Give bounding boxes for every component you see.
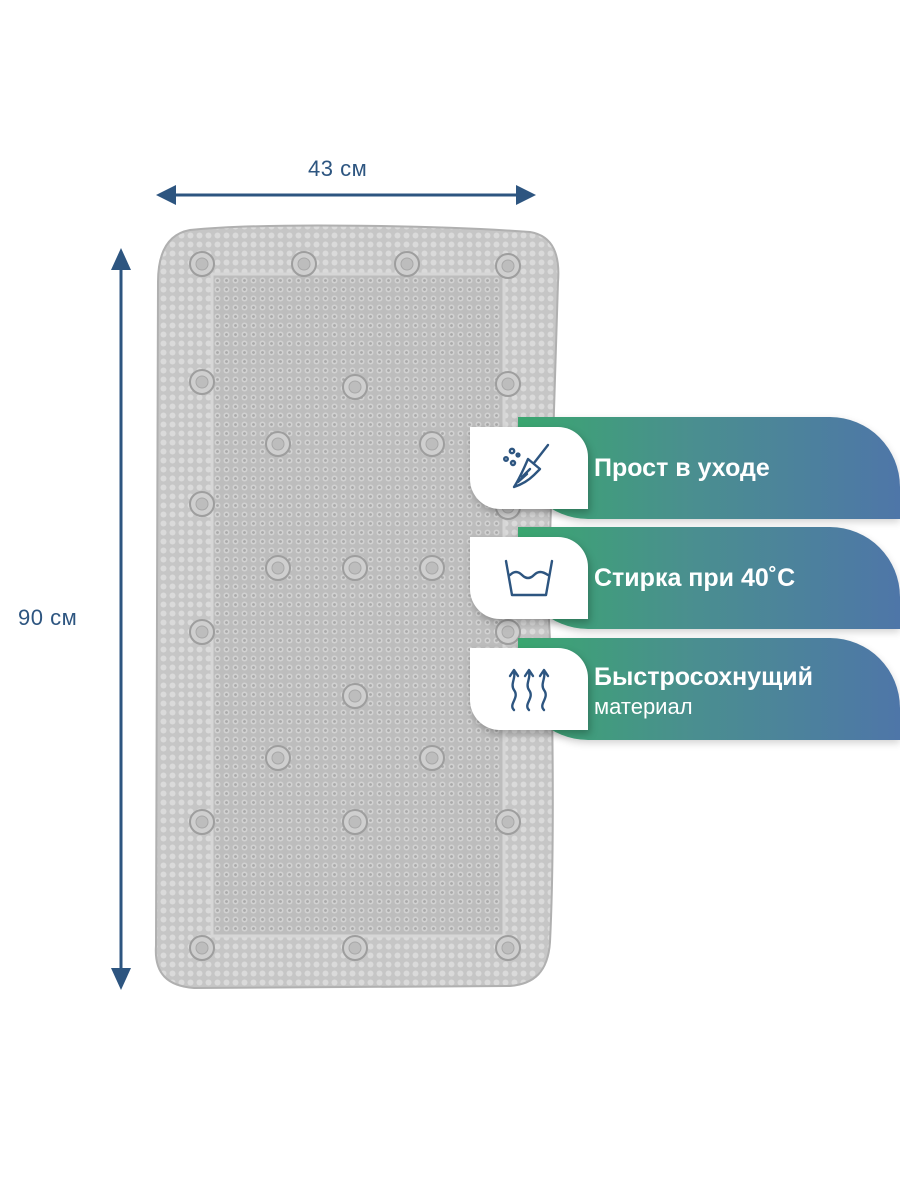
broom-cleaning-icon (502, 443, 550, 489)
suction-cup-center (195, 815, 209, 829)
feature-text: Стирка при 40˚С (594, 527, 795, 629)
suction-cup-center (425, 437, 439, 451)
wash-40-icon (504, 559, 554, 597)
suction-cup-center (501, 815, 515, 829)
width-arrow (156, 185, 536, 205)
feature-icon-box (470, 427, 588, 509)
bath-mat-image (154, 224, 560, 990)
height-label: 90 см (18, 605, 78, 630)
suction-cup-center (501, 625, 515, 639)
suction-cup-center (501, 259, 515, 273)
suction-cup-center (501, 941, 515, 955)
feature-subtitle: материал (594, 693, 693, 719)
suction-cup-center (271, 561, 285, 575)
suction-cup-center (348, 380, 362, 394)
feature-wash-40: Стирка при 40˚С (470, 527, 900, 629)
feature-text: Быстросохнущий материал (594, 640, 813, 742)
feature-icon-box (470, 648, 588, 730)
suction-cup-center (501, 377, 515, 391)
suction-cup-center (195, 257, 209, 271)
feature-quick-dry: Быстросохнущий материал (470, 638, 900, 740)
suction-cup-center (195, 941, 209, 955)
height-arrow (111, 248, 131, 990)
suction-cup-center (348, 561, 362, 575)
suction-cup-center (425, 561, 439, 575)
suction-cup-center (271, 437, 285, 451)
suction-cup-center (348, 815, 362, 829)
suction-cup-center (400, 257, 414, 271)
feature-title: Быстросохнущий (594, 662, 813, 691)
feature-easy-care: Прост в уходе (470, 417, 900, 519)
suction-cup-center (195, 375, 209, 389)
suction-cups (189, 251, 521, 961)
suction-cup-center (348, 941, 362, 955)
feature-icon-box (470, 537, 588, 619)
suction-cup-center (297, 257, 311, 271)
width-label: 43 см (308, 156, 368, 181)
feature-text: Прост в уходе (594, 417, 770, 519)
suction-cup-center (195, 625, 209, 639)
suction-cup-center (425, 751, 439, 765)
feature-title: Прост в уходе (594, 453, 770, 482)
suction-cup-center (348, 689, 362, 703)
feature-title: Стирка при 40˚С (594, 563, 796, 592)
suction-cup-center (195, 497, 209, 511)
suction-cup-center (271, 751, 285, 765)
quick-dry-icon (508, 668, 550, 712)
